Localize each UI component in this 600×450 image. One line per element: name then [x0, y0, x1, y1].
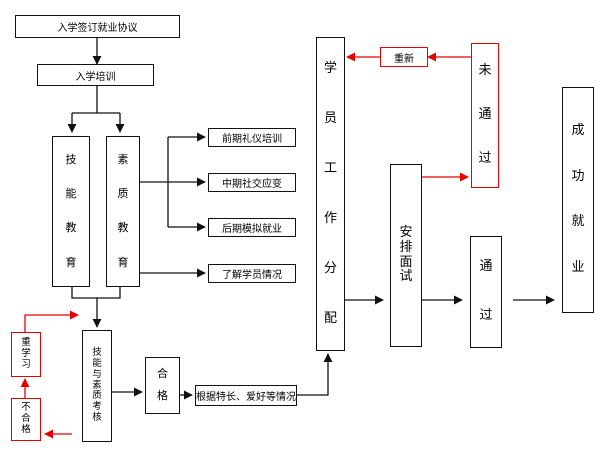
- link-orientation-split: [72, 86, 120, 114]
- link-specialty-to-assignment: [297, 353, 333, 396]
- not-passed-box: 未通过: [471, 43, 499, 188]
- social-skills-box: 中期社交应变: [208, 173, 296, 192]
- link-education-merge: [71, 287, 121, 327]
- quality-education-box: 素质教育: [106, 136, 140, 287]
- qualified-box: 合格: [145, 357, 180, 414]
- vertical-label: 成功就业: [571, 123, 585, 275]
- relearn-box: 重学习: [11, 332, 41, 377]
- vertical-label: 学员工作分配: [323, 60, 337, 326]
- vertical-label: 不合格: [21, 402, 31, 435]
- employed-box: 成功就业: [562, 87, 594, 313]
- vertical-label: 素质教育: [117, 152, 129, 269]
- orientation-box: 入学培训: [37, 64, 154, 86]
- sign-agreement-box: 入学签订就业协议: [15, 15, 180, 38]
- skill-education-box: 技能教育: [52, 136, 90, 287]
- vertical-label: 通过: [479, 259, 493, 324]
- vertical-label: 重学习: [21, 337, 31, 370]
- vertical-label: 安排面试: [399, 224, 413, 285]
- unqualified-box: 不合格: [11, 398, 41, 441]
- mock-employment-box: 后期模拟就业: [208, 218, 296, 237]
- vertical-label: 合格: [157, 367, 168, 402]
- vertical-label: 技能教育: [65, 152, 77, 269]
- link-quality-branches: [140, 137, 169, 227]
- vertical-label: 未通过: [478, 63, 492, 166]
- vertical-label: 技能与素质考核: [92, 346, 102, 424]
- etiquette-training-box: 前期礼仪培训: [208, 128, 296, 147]
- job-assignment-box: 学员工作分配: [316, 37, 345, 351]
- assessment-box: 技能与素质考核: [82, 330, 112, 442]
- link-relearn-back: [24, 310, 79, 332]
- arrange-interview-box: 安排面试: [390, 164, 422, 347]
- passed-box: 通过: [470, 236, 502, 348]
- specialty-box: 根据特长、爱好等情况: [195, 385, 297, 406]
- retry-box: 重新: [380, 47, 428, 67]
- know-students-box: 了解学员情况: [208, 264, 296, 283]
